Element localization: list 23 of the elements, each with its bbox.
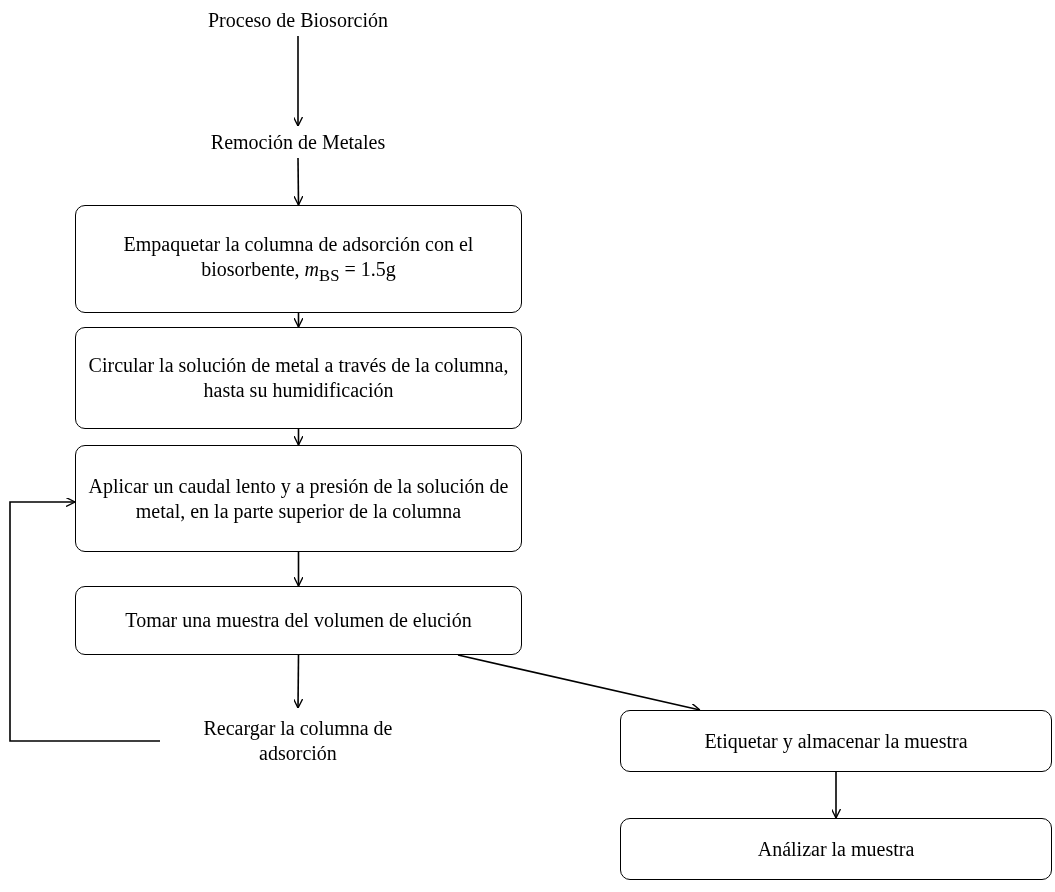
arrow [293, 157, 304, 206]
process-box [620, 710, 1052, 772]
arrow [293, 312, 304, 328]
box-text: Aplicar un caudal lento y a presión de la solución de metal, en la parte superior de la columna [87, 473, 510, 524]
arrow [292, 35, 304, 127]
box-text: Tomar una muestra del volumen de elución [125, 608, 472, 633]
process-box [75, 205, 522, 313]
process-box [620, 818, 1052, 880]
step-label: Proceso de Biosorción [208, 7, 388, 33]
process-box [75, 586, 522, 655]
box-text: Circular la solución de metal a través de la columna, hasta su humidificación [87, 353, 510, 403]
process-box [75, 445, 522, 552]
arrow [293, 551, 304, 587]
arrow [293, 428, 304, 446]
step-label: Remoción de Metales [210, 129, 386, 155]
arrow [292, 654, 304, 709]
process-box [75, 327, 522, 429]
arrow [9, 496, 161, 742]
box-text: Etiquetar y almacenar la muestra [704, 728, 968, 754]
arrow [830, 771, 842, 819]
box-text: Empaquetar la columna de adsorción con el biosorbente, m$_{BS}$ = 1.5g [122, 231, 475, 287]
box-text: Análizar la muestra [757, 836, 915, 862]
step-label: Recargar la columna de adsorción [202, 716, 394, 766]
